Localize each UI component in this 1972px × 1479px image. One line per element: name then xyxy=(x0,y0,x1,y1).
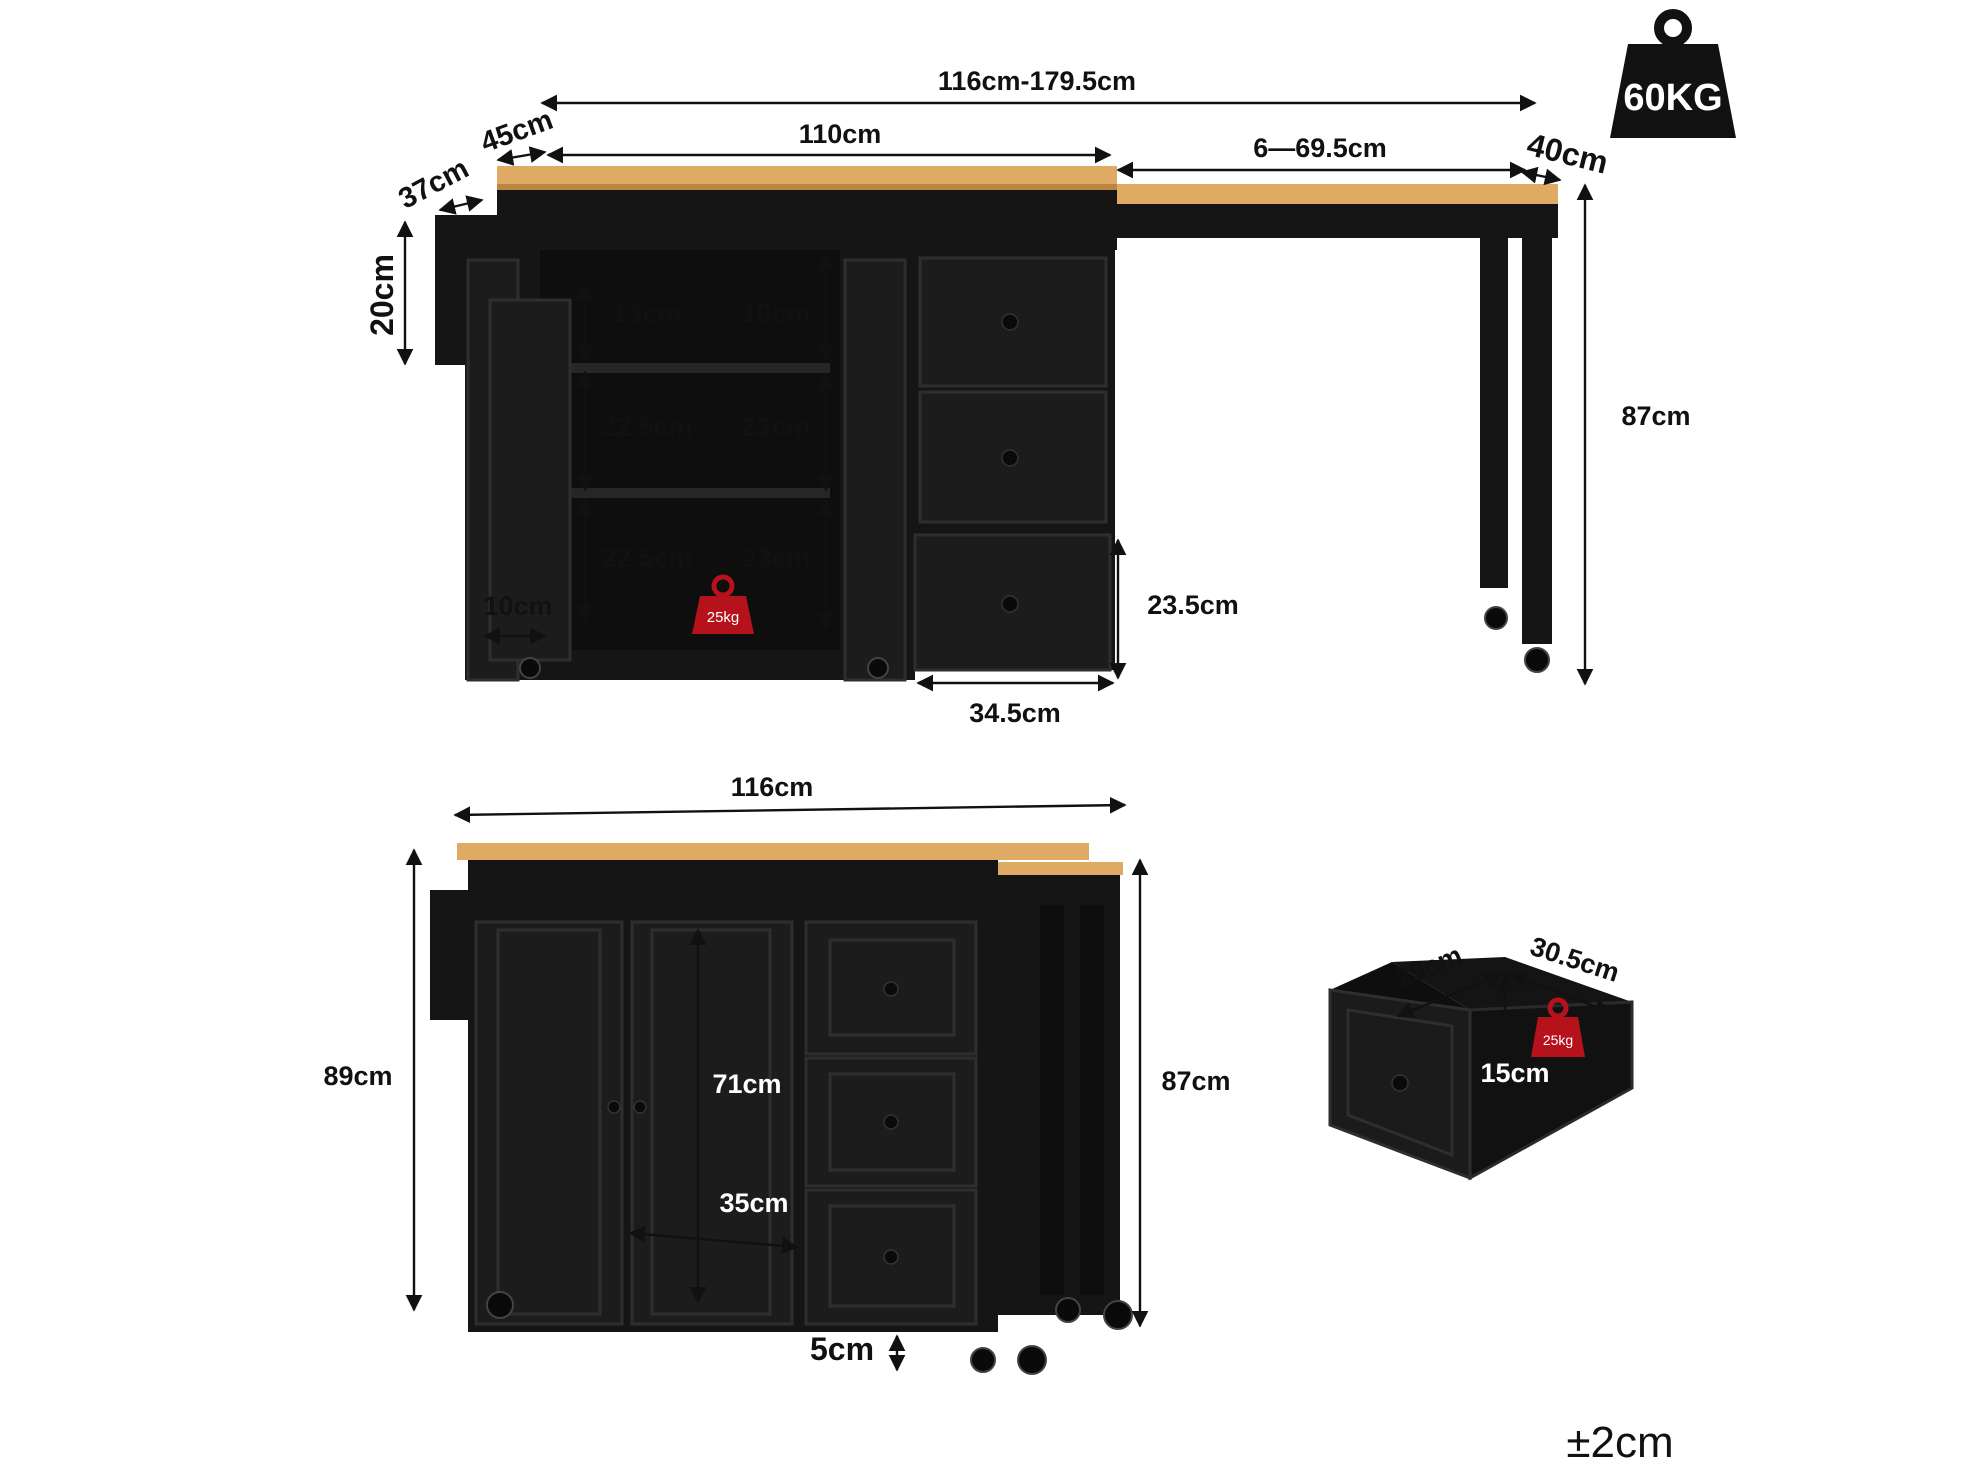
total-length-label: 116cm-179.5cm xyxy=(938,66,1136,96)
shelf-23a-label: 23cm xyxy=(741,412,810,442)
height-label-top: 87cm xyxy=(1621,401,1690,431)
total-height-label: 89cm xyxy=(323,1061,392,1091)
rack-height-label: 20cm xyxy=(364,254,400,336)
front-height-label: 87cm xyxy=(1161,1066,1230,1096)
door-width-label: 35cm xyxy=(719,1188,788,1218)
drawer-height-label: 23.5cm xyxy=(1147,590,1239,620)
closed-island-illustration xyxy=(430,843,1133,1375)
side-depth-label: 45cm xyxy=(477,104,558,159)
shelf-load-label: 25kg xyxy=(707,609,740,626)
shelf-225a-label: 22.5cm xyxy=(601,412,693,442)
rack-width-label: 10cm xyxy=(483,591,552,621)
top-view-dimension-arrows xyxy=(396,94,1594,692)
shelf-10-label: 10cm xyxy=(741,298,810,328)
max-load-label: 60KG xyxy=(1623,77,1722,119)
front-width-label: 116cm xyxy=(731,772,814,802)
drawer-detail-dimension-arrows xyxy=(1396,972,1612,1062)
shelf-225b-label: 22.5cm xyxy=(601,543,693,573)
drawer-width-label: 34.5cm xyxy=(969,698,1061,728)
tolerance-label: ±2cm xyxy=(1566,1418,1673,1467)
door-height-label: 71cm xyxy=(712,1069,781,1099)
drawer-detail-height-label: 15cm xyxy=(1480,1058,1549,1088)
shelf-weight-badge: 25kg xyxy=(692,574,754,634)
shelf-13-label: 13cm xyxy=(612,298,681,328)
front-view-dimension-arrows xyxy=(405,796,1149,1372)
top-view-dimension-labels: 116cm-179.5cm 110cm 6—69.5cm 45cm 37cm 4… xyxy=(364,66,1691,728)
shelf-23b-label: 23cm xyxy=(741,543,810,573)
table-depth-label: 40cm xyxy=(1524,126,1612,181)
tray-depth-label: 37cm xyxy=(394,153,475,216)
wheel-height-label: 5cm xyxy=(810,1331,874,1367)
extension-label: 6—69.5cm xyxy=(1253,133,1387,163)
front-view-dimension-labels: 116cm 89cm 87cm 71cm 35cm 5cm xyxy=(323,772,1230,1367)
max-load-weight-icon: 60KG xyxy=(1610,9,1736,138)
drawer-load-label: 25kg xyxy=(1543,1032,1573,1048)
cabinet-width-label: 110cm xyxy=(799,119,882,149)
extended-island-illustration xyxy=(435,166,1558,682)
